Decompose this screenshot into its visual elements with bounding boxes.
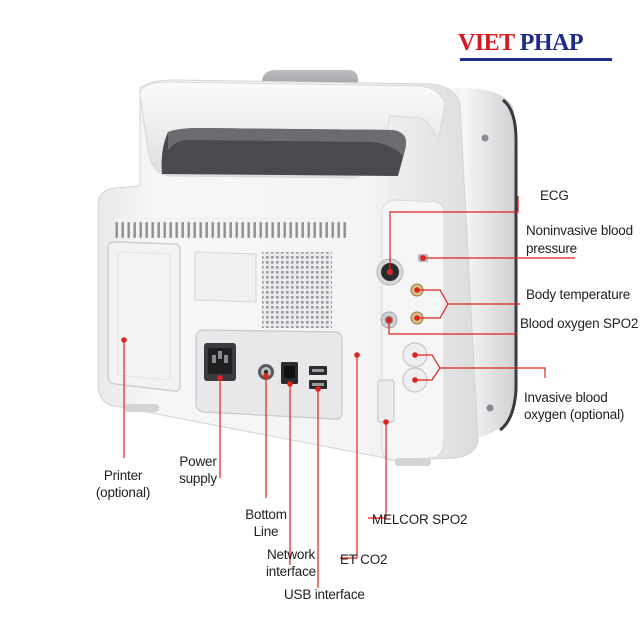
label-power-line2: supply: [179, 471, 217, 486]
label-melcor-spo2: MELCOR SPO2: [372, 512, 468, 527]
label-spo2: Blood oxygen SPO2: [520, 316, 639, 331]
brand-underline: [460, 58, 612, 61]
label-power-line1: Power: [179, 454, 217, 469]
melcor-leader: [368, 422, 387, 519]
temp-leader: [417, 289, 520, 319]
spo2-leader: [388, 320, 517, 335]
label-ecg: ECG: [540, 188, 569, 203]
printer-door: [107, 241, 181, 392]
brand-word-1: VIET: [458, 30, 515, 56]
label-network-line2: interface: [266, 564, 316, 579]
vent-slots: [115, 218, 347, 238]
brand-word-2: PHAP: [519, 30, 584, 56]
brand-logo: VIET PHAP: [458, 30, 584, 57]
melcor-slot: [377, 379, 395, 423]
label-bottom-line2: Line: [253, 524, 279, 539]
annotation-lines: [123, 196, 575, 588]
label-nibp-line1: Noninvasive blood: [526, 223, 633, 238]
label-printer-line2: (optional): [95, 485, 151, 500]
label-ibp-line1: Invasive blood: [524, 390, 608, 405]
label-usb: USB interface: [284, 587, 365, 602]
ibp-leader: [415, 354, 546, 381]
annotation-dots: [121, 255, 426, 425]
label-printer-line1: Printer: [103, 468, 143, 483]
label-bottom-line1: Bottom: [245, 507, 287, 522]
label-temperature: Body temperature: [526, 287, 631, 302]
etco2-leader: [340, 355, 358, 559]
label-network-line1: Network: [266, 547, 316, 562]
label-nibp-line2: pressure: [526, 241, 577, 256]
label-ibp-line2: oxygen (optional): [524, 407, 625, 422]
speaker-grille: [262, 252, 332, 328]
ecg-leader: [389, 196, 519, 272]
label-etco2: ET CO2: [340, 552, 388, 567]
